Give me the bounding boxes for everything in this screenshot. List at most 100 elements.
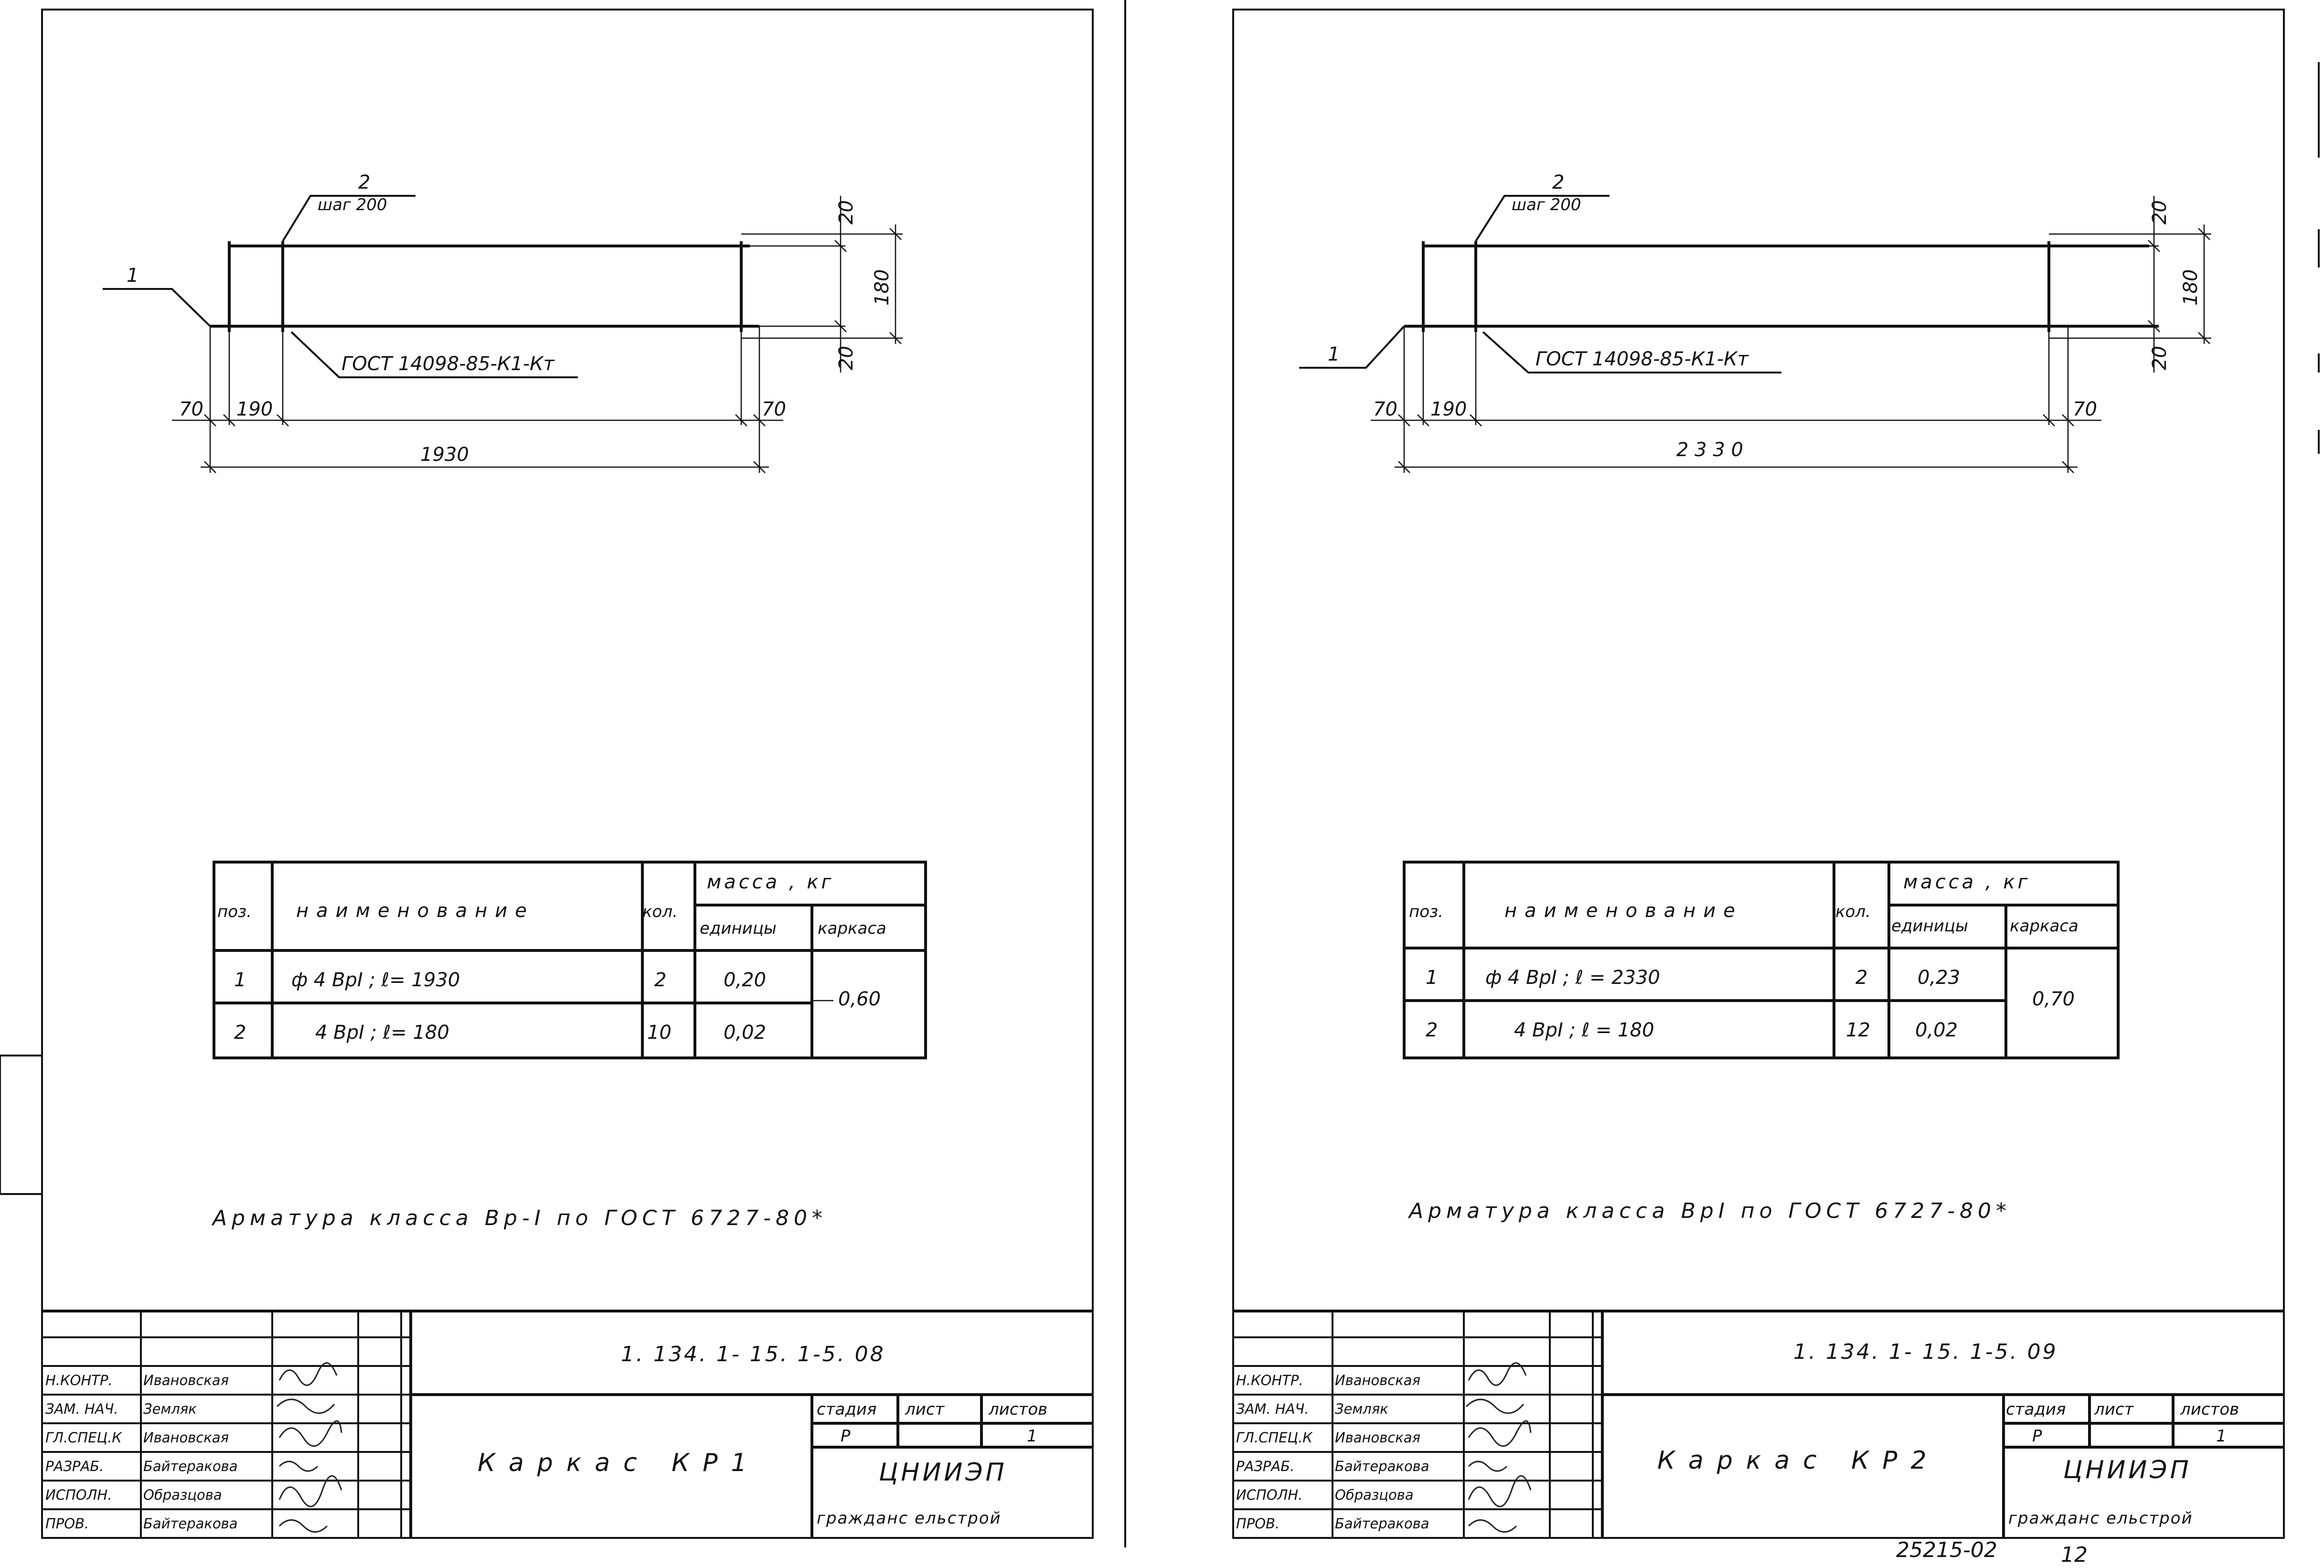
dim-first-step-2: 190 [1430,398,1467,420]
tb-h-sheets: листов [988,1400,1047,1419]
dim-offset-left: 70 [179,398,203,420]
spec-frame-mass-2: 0,70 [2032,988,2075,1010]
spec-r1-pos: 1 [234,969,246,991]
leader-gost-2 [1482,331,1781,373]
spec-h-unit-2: единицы [1891,917,1968,936]
tb-role-6-2: ПРОВ. [1236,1515,1279,1532]
dim-lines-vertical-2 [2153,196,2205,373]
tb-role-5: ИСПОЛН. [45,1487,112,1503]
page-number: 12 [2061,1543,2088,1567]
leader-pos-1 [103,288,211,327]
gost-mark-2: ГОСТ 14098-85-К1-Кт [1535,348,1749,370]
tb-name-2-2: Земляк [1335,1401,1388,1417]
tb-role-4: РАЗРАБ. [45,1458,104,1474]
spec-r1-name: ф 4 ВрI ; ℓ= 1930 [291,969,460,991]
leader-pos-1-2 [1299,325,1405,369]
spec-grid [214,862,926,1058]
dim-offset-right-2: 70 [2073,398,2097,420]
sheet-1-frame [41,9,1094,1539]
tb-role-2: ЗАМ. НАЧ. [45,1401,118,1417]
tb-grid-main [42,1310,1093,1538]
tb-grid-left-2 [1233,1311,1602,1538]
spec-frame-mass: 0,60 [838,988,881,1010]
spec-h-name: наименование [296,900,534,922]
spec-h-name-2: наименование [1504,900,1743,922]
tb-grid-main-2 [1233,1310,2284,1538]
tb-title-2: Каркас КР2 [1657,1446,1940,1475]
spec-r1-qty-2: 2 [1855,967,1867,989]
tb-name-4-2: Байтеракова [1335,1458,1429,1474]
spec-h-unit: единицы [700,919,777,938]
spec-r2-unit-2: 0,02 [1915,1019,1958,1041]
spec-r1-unit-2: 0,23 [1918,967,1960,989]
dim-top-cover: 20 [835,200,857,224]
tb-org: ЦНИИЭП [879,1458,1007,1487]
tb-stage: Р [841,1427,851,1446]
spec-r1-unit: 0,20 [724,969,766,991]
dim-height: 180 [871,269,893,306]
leader-pos-2-2 [1475,195,1610,242]
dim-ticks-2 [1398,414,2074,473]
spec-r1-qty: 2 [654,969,666,991]
tb-name-1-2: Ивановская [1335,1372,1420,1388]
tb-name-4: Байтеракова [143,1458,238,1474]
ext-lines [209,326,760,473]
spec-grid-2 [1404,862,2118,1058]
sheet-2-frame [1232,9,2285,1539]
tb-org-2: ЦНИИЭП [2063,1456,2192,1484]
sheet-1-frame-drawing: 1 2 шаг 200 ГОСТ 14098-85-К1-Кт 70 190 1… [103,171,903,473]
pos-1-label-2: 1 [1328,343,1340,365]
tb-name-5: Образцова [143,1487,222,1503]
tb-role-1: Н.КОНТР. [45,1372,113,1388]
spec-h-frame-2: каркаса [2010,917,2079,936]
tb-h-sheet: лист [905,1400,945,1419]
tb-name-2: Земляк [143,1401,197,1417]
spec-r2-unit: 0,02 [724,1022,766,1044]
signatures-2 [1465,1362,1532,1533]
tb-role-3-2: ГЛ.СПЕЦ.К [1236,1429,1313,1446]
tb-name-5-2: Образцова [1335,1487,1414,1503]
title-block-1: 1. 134. 1- 15. 1-5. 08 Н.КОНТР. ЗАМ. НАЧ… [42,1310,1093,1538]
spec-h-frame: каркаса [818,919,886,938]
spec-r1-pos-2: 1 [1426,967,1438,989]
spec-h-pos-2: поз. [1409,902,1443,921]
tb-h-stage: стадия [817,1400,876,1419]
dim-offset-right: 70 [762,398,786,420]
tb-h-stage-2: стадия [2006,1400,2066,1419]
tb-role-3: ГЛ.СПЕЦ.К [45,1429,122,1446]
dim-ticks-right [834,228,902,344]
step-label: шаг 200 [318,195,387,214]
tb-name-6-2: Байтеракова [1335,1515,1429,1532]
tb-title: Каркас КР1 [478,1449,760,1477]
title-block-2: 1. 134. 1- 15. 1-5. 09 Н.КОНТР. ЗАМ. НАЧ… [1233,1310,2284,1538]
tb-sheets: 1 [1027,1427,1037,1446]
dim-offset-left-2: 70 [1373,398,1397,420]
pos-2-label-2: 2 [1552,171,1564,193]
spec-r2-name: 4 ВрI ; ℓ= 180 [315,1022,449,1044]
dim-lines-vertical [840,196,896,373]
spec-r2-pos: 2 [234,1022,246,1044]
spec-table-1: поз. наименование кол. масса , кг единиц… [213,861,927,1059]
tb-name-6: Байтеракова [143,1515,238,1532]
spec-table-border-2 [1403,861,2120,1059]
tb-sheets-2: 1 [2216,1427,2227,1446]
tb-grid-left [42,1311,411,1538]
dim-bottom-cover-2: 20 [2149,346,2171,370]
tb-org-sub-2: гражданс ельстрой [2008,1509,2193,1528]
sheet-2: 1 2 шаг 200 ГОСТ 14098-85-К1-Кт 70 190 2… [1232,9,2320,1567]
tb-name-3: Ивановская [143,1429,229,1446]
tb-role-5-2: ИСПОЛН. [1236,1487,1302,1503]
note-2: Арматура класса ВрI по ГОСТ 6727-80* [1407,1199,2011,1223]
dim-first-step: 190 [236,398,273,420]
dim-height-2: 180 [2180,269,2202,306]
tb-h-sheet-2: лист [2094,1400,2134,1419]
sheet-2-frame-drawing: 1 2 шаг 200 ГОСТ 14098-85-К1-Кт 70 190 2… [1299,171,2211,473]
spec-r2-name-2: 4 ВрI ; ℓ = 180 [1514,1019,1654,1041]
spec-h-mass-2: масса , кг [1903,871,2031,893]
tb-code-2: 1. 134. 1- 15. 1-5. 09 [1793,1340,2058,1364]
sheet-1: 1 2 шаг 200 ГОСТ 14098-85-К1-Кт 70 190 1… [0,0,1126,1547]
tb-code: 1. 134. 1- 15. 1-5. 08 [621,1342,885,1366]
tb-stage-2: Р [2032,1427,2042,1446]
tb-h-sheets-2: листов [2180,1400,2239,1419]
dim-ticks-right-2 [2148,228,2210,344]
